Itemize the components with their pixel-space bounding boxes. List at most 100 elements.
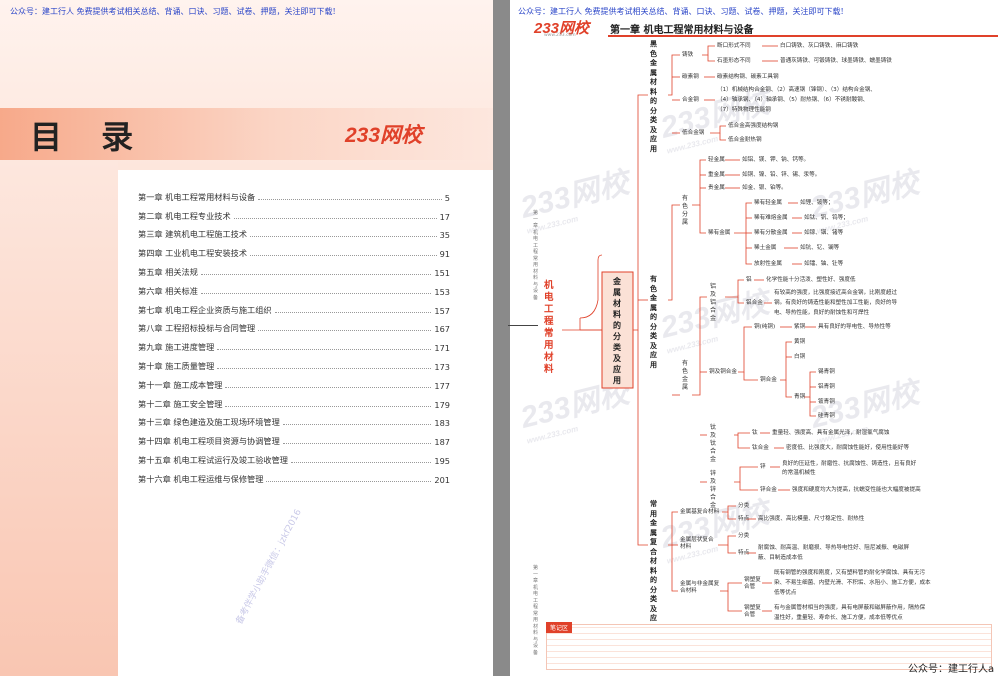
mindmap-leaf: 的常温机械性 bbox=[782, 470, 816, 476]
mindmap-node: 铸铁 bbox=[682, 52, 694, 58]
toc-entry-page: 173 bbox=[434, 361, 450, 372]
mindmap-leaf: 碳素结构钢、碳素工具钢 bbox=[717, 74, 779, 80]
mindmap-node: 特点 bbox=[738, 516, 750, 522]
toc-entry-page: 5 bbox=[444, 192, 450, 203]
toc-entry[interactable]: 第十二章 施工安全管理 179 bbox=[138, 391, 450, 410]
mindmap-node: 铝合金 bbox=[746, 300, 763, 306]
toc-entry-title: 第二章 机电工程专业技术 bbox=[138, 210, 231, 221]
side-chapter-label: 第一章 机电工程常用材料与设备 bbox=[533, 210, 539, 301]
mindmap-leaf: 白铜 bbox=[794, 354, 806, 360]
toc-leader-dots bbox=[266, 480, 432, 482]
mindmap-leaf: 具有良好的导电性、导热性等 bbox=[818, 324, 891, 330]
mindmap-leaf: 铝青铜 bbox=[818, 384, 835, 390]
toc-entry-page: 183 bbox=[434, 418, 450, 429]
toc-leader-dots bbox=[225, 405, 432, 407]
page-gutter bbox=[493, 0, 510, 676]
toc-entry[interactable]: 第十章 施工质量管理 173 bbox=[138, 353, 450, 372]
side-chapter-label: 第一章 机电工程常用材料与设备 bbox=[533, 565, 539, 656]
mindmap-node: 锌 bbox=[760, 464, 766, 470]
mindmap-leaf: 低合金高强度结构钢 bbox=[728, 123, 779, 129]
toc-entry-page: 171 bbox=[434, 343, 450, 354]
mindmap-node: 重金属 bbox=[708, 172, 725, 178]
toc-entry[interactable]: 第五章 相关法规 151 bbox=[138, 259, 450, 278]
toc-entry[interactable]: 第十一章 施工成本管理 177 bbox=[138, 372, 450, 391]
mindmap-node: 合金钢 bbox=[682, 97, 699, 103]
mindmap-leaf: 如锂、铍等； bbox=[800, 200, 834, 206]
toc-leader-dots bbox=[200, 273, 432, 275]
toc-entry-title: 第十一章 施工成本管理 bbox=[138, 379, 223, 390]
toc-entry-title: 第十章 施工质量管理 bbox=[138, 360, 215, 371]
toc-leader-dots bbox=[282, 443, 432, 445]
mindmap-node: 钢塑复合管 bbox=[744, 605, 761, 618]
title-band bbox=[0, 108, 493, 160]
mindmap-leaf: 有与金属管材相当的强度，具有电屏蔽和磁屏蔽作用，隔热保 bbox=[774, 605, 926, 611]
toc-entry-page: 17 bbox=[439, 211, 450, 222]
toc-leader-dots bbox=[250, 255, 437, 257]
toc-entry-title: 第七章 机电工程企业资质与施工组织 bbox=[138, 304, 272, 315]
toc-entry[interactable]: 第四章 工业机电工程安装技术 91 bbox=[138, 240, 450, 259]
toc-page: 公众号：建工行人 免费提供考试相关总结、背诵、口诀、习题、试卷、押题，关注即可下… bbox=[0, 0, 493, 676]
mindmap-leaf: 钢。有良好的铸造性能和塑性加工性能，良好的导 bbox=[774, 300, 898, 306]
mindmap-node: 铝 bbox=[746, 277, 752, 283]
toc-entry-page: 157 bbox=[434, 305, 450, 316]
mindmap-category-nonferrous: 有色金属的分类及应用 bbox=[650, 275, 657, 369]
toc-entry-page: 179 bbox=[434, 399, 450, 410]
chapter-underline bbox=[608, 35, 998, 37]
toc-entry-page: 167 bbox=[434, 324, 450, 335]
toc-leader-dots bbox=[233, 217, 437, 219]
toc-leader-dots bbox=[200, 292, 432, 294]
toc-entry-title: 第十二章 施工安全管理 bbox=[138, 398, 223, 409]
toc-entry-title: 第十五章 机电工程试运行及竣工验收管理 bbox=[138, 454, 288, 465]
toc-entry-page: 195 bbox=[434, 455, 450, 466]
mindmap-node: 放射性金属 bbox=[754, 261, 782, 267]
mindmap-leaf: 青铜 bbox=[794, 394, 806, 400]
toc-entry-title: 第八章 工程招标投标与合同管理 bbox=[138, 323, 256, 334]
mindmap-node: 金属基复合材料 bbox=[680, 509, 720, 515]
mindmap-leaf: 如镭、铀、钍等 bbox=[804, 261, 844, 267]
mindmap-leaf: 化学性能十分活泼、塑性好、强度低 bbox=[766, 277, 856, 283]
toc-entry[interactable]: 第十五章 机电工程试运行及竣工验收管理 195 bbox=[138, 447, 450, 466]
mindmap-node: 钢塑复合管 bbox=[744, 577, 761, 590]
mindmap-node: 低合金钢 bbox=[682, 130, 705, 136]
toc-entry-title: 第十六章 机电工程运维与保修管理 bbox=[138, 473, 264, 484]
mindmap-node: 特点 bbox=[738, 550, 750, 556]
side-section-title: 机电工程常用材料 bbox=[544, 280, 554, 375]
mindmap-node: 铝及铝合金 bbox=[710, 283, 717, 322]
mindmap-leaf: 电、导热性能，良好的耐蚀性和可焊性 bbox=[774, 310, 870, 316]
toc-entry-page: 91 bbox=[439, 249, 450, 260]
toc-entry[interactable]: 第二章 机电工程专业技术 17 bbox=[138, 203, 450, 222]
mindmap-leaf: 如铝、镁、钾、钠、钙等。 bbox=[742, 157, 810, 163]
toc-entry-page: 151 bbox=[434, 267, 450, 278]
mindmap-leaf: 低合金耐热钢 bbox=[728, 137, 762, 143]
toc-entry-page: 177 bbox=[434, 380, 450, 391]
header-note: 公众号：建工行人 免费提供考试相关总结、背诵、口诀、习题、试卷、押题，关注即可下… bbox=[10, 7, 336, 16]
mindmap-node: 分类 bbox=[738, 533, 750, 539]
note-area bbox=[546, 624, 992, 670]
root-node bbox=[601, 271, 634, 389]
toc-entry[interactable]: 第十三章 绿色建造及施工现场环境管理 183 bbox=[138, 410, 450, 429]
toc-leader-dots bbox=[225, 386, 432, 388]
mindmap-leaf: 如铜、镍、铅、锌、锡、汞等。 bbox=[742, 172, 821, 178]
toc-leader-dots bbox=[217, 367, 432, 369]
toc-entry-title: 第五章 相关法规 bbox=[138, 266, 198, 277]
toc-entry[interactable]: 第八章 工程招标投标与合同管理 167 bbox=[138, 316, 450, 335]
mindmap-node: 石墨形态不同 bbox=[717, 58, 751, 64]
toc-entry-title: 第四章 工业机电工程安装技术 bbox=[138, 248, 248, 259]
mindmap-leaf: 重量轻、强度高、具有金属光泽，耐湿氯气腐蚀 bbox=[772, 430, 890, 436]
mindmap-node: 分类 bbox=[738, 503, 750, 509]
mindmap-node: 钛及钛合金 bbox=[710, 424, 717, 463]
toc-entry[interactable]: 第七章 机电工程企业资质与施工组织 157 bbox=[138, 297, 450, 316]
mindmap-leaf: 蔽、目制造成本低 bbox=[758, 555, 803, 561]
toc-entry-title: 第十三章 绿色建造及施工现场环境管理 bbox=[138, 417, 280, 428]
mindmap-node: 稀有分散金属 bbox=[754, 230, 788, 236]
toc-leader-dots bbox=[258, 198, 442, 200]
mindmap-leaf: 铍青铜 bbox=[818, 399, 835, 405]
